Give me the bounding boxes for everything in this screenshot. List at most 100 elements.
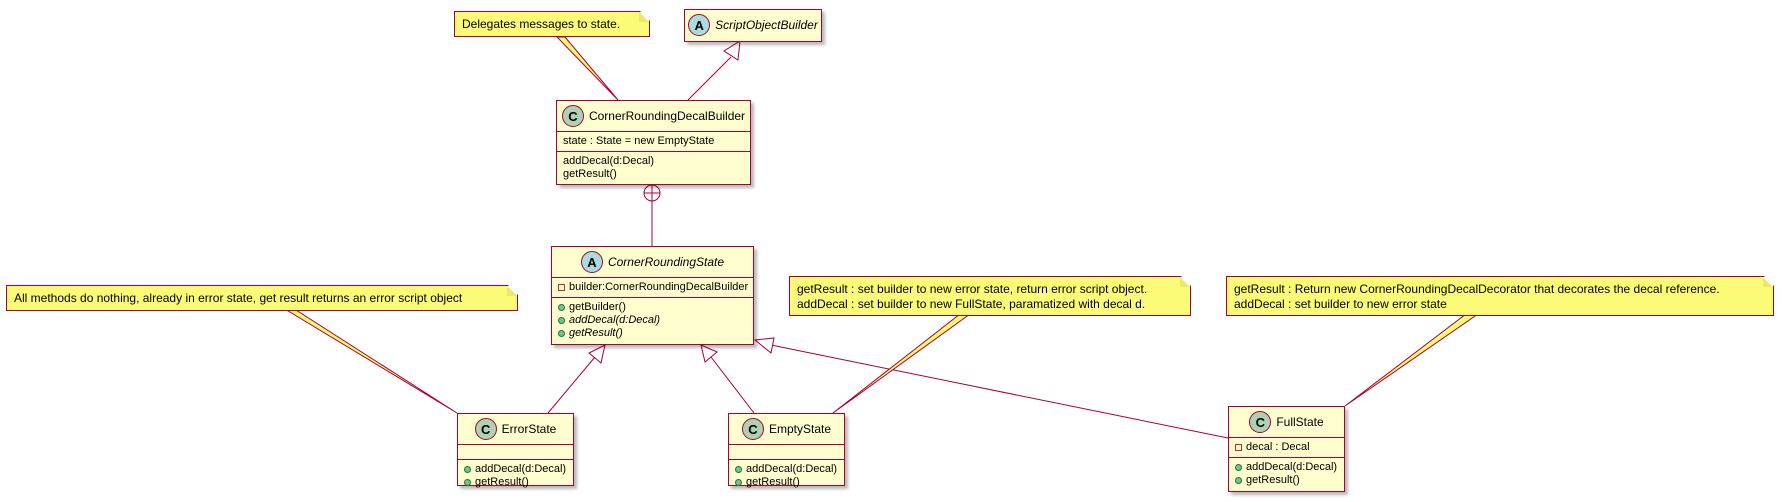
public-visibility-icon (1235, 464, 1242, 471)
note-line: All methods do nothing, already in error… (14, 291, 463, 305)
class-name: CornerRoundingDecalBuilder (588, 109, 746, 123)
inheritance-arrowhead (753, 337, 775, 354)
inheritance-arrowhead (588, 344, 606, 364)
edge-emptystate-to-state (710, 356, 755, 414)
class-empty-state: C EmptyState addDecal(d:Decal) getResult… (728, 413, 845, 488)
note-line: addDecal : set builder to new FullState,… (797, 297, 1146, 311)
inheritance-arrowhead (700, 344, 718, 363)
note-line: Delegates messages to state. (462, 17, 621, 31)
method-row: addDecal(d:Decal) (1235, 461, 1338, 474)
method-row: getResult() (464, 476, 567, 489)
method-row: addDecal(d:Decal) (464, 463, 567, 476)
method-text: getResult() (1246, 474, 1300, 486)
edge-errorstate-to-state (547, 356, 596, 414)
public-visibility-icon (558, 317, 565, 324)
class-name: CornerRoundingState (607, 255, 725, 269)
class-header: C ErrorState (458, 414, 573, 445)
method-row: getBuilder() (558, 301, 747, 314)
note-error-state: All methods do nothing, already in error… (6, 285, 518, 311)
method-text: addDecal(d:Decal) (475, 463, 567, 475)
class-header: C FullState (1229, 407, 1344, 438)
fields-section (458, 445, 573, 460)
edge-fullstate-to-state (770, 344, 1229, 439)
note-fold (1180, 277, 1190, 287)
public-visibility-icon (1235, 477, 1242, 484)
note-fold (1763, 277, 1773, 287)
method-text: getResult() (746, 476, 800, 488)
method-row: getResult() (1235, 474, 1338, 487)
method-row: getResult() (558, 327, 747, 340)
methods-section: addDecal(d:Decal) getResult() (458, 460, 573, 492)
note-fold (507, 286, 517, 296)
fields-section (729, 445, 844, 460)
class-name: FullState (1276, 415, 1324, 429)
public-visibility-icon (464, 466, 471, 473)
method-row: getResult() (563, 168, 744, 181)
class-script-object-builder: A ScriptObjectBuilder (684, 9, 822, 42)
public-visibility-icon (464, 479, 471, 486)
abstract-method-text: addDecal(d:Decal) (569, 314, 661, 326)
fields-section: state : State = new EmptyState (557, 132, 750, 152)
field-text: builder:CornerRoundingDecalBuilder (569, 281, 749, 293)
class-header: C CornerRoundingDecalBuilder (557, 101, 750, 132)
method-row: addDecal(d:Decal) (563, 155, 744, 168)
class-name: ScriptObjectBuilder (715, 18, 818, 32)
fields-section: builder:CornerRoundingDecalBuilder (552, 278, 753, 298)
public-visibility-icon (558, 304, 565, 311)
public-visibility-icon (558, 330, 565, 337)
class-full-state: C FullState decal : Decal addDecal(d:Dec… (1228, 406, 1345, 492)
method-text: addDecal(d:Decal) (563, 155, 655, 167)
note-link-full (1344, 313, 1480, 407)
note-empty-state: getResult : set builder to new error sta… (789, 276, 1191, 316)
note-line: addDecal : set builder to new error stat… (1234, 297, 1447, 311)
field-text: state : State = new EmptyState (563, 135, 715, 147)
private-visibility-icon (558, 284, 565, 291)
class-corner-rounding-decal-builder: C CornerRoundingDecalBuilder state : Sta… (556, 100, 751, 185)
class-icon: C (474, 418, 497, 440)
method-row: getResult() (735, 476, 838, 489)
note-fold (639, 12, 649, 22)
class-header: C EmptyState (729, 414, 844, 445)
abstract-class-icon: A (688, 14, 711, 36)
class-header: A CornerRoundingState (552, 247, 753, 278)
note-line: getResult : Return new CornerRoundingDec… (1234, 282, 1720, 296)
public-visibility-icon (735, 466, 742, 473)
public-visibility-icon (735, 479, 742, 486)
class-name: ErrorState (501, 422, 557, 436)
field-row: builder:CornerRoundingDecalBuilder (558, 281, 749, 294)
note-full-state: getResult : Return new CornerRoundingDec… (1226, 276, 1774, 316)
field-row: decal : Decal (1235, 441, 1338, 454)
abstract-method-text: getResult() (569, 327, 623, 339)
methods-section: addDecal(d:Decal) getResult() (729, 460, 844, 492)
note-link-empty (832, 313, 972, 414)
methods-section: addDecal(d:Decal) getResult() (1229, 458, 1344, 490)
method-row: addDecal(d:Decal) (558, 314, 747, 327)
field-row: state : State = new EmptyState (563, 135, 744, 148)
edge-builder-to-scriptobjectbuilder (687, 56, 732, 101)
method-row: addDecal(d:Decal) (735, 463, 838, 476)
method-text: getResult() (563, 168, 617, 180)
method-text: addDecal(d:Decal) (1246, 461, 1338, 473)
class-icon: C (1249, 411, 1272, 433)
note-line: getResult : set builder to new error sta… (797, 282, 1148, 296)
abstract-class-icon: A (580, 251, 603, 273)
fields-section: decal : Decal (1229, 438, 1344, 458)
methods-section: getBuilder() addDecal(d:Decal) getResult… (552, 298, 753, 343)
note-link-error (273, 302, 458, 414)
note-delegates: Delegates messages to state. (454, 11, 650, 37)
inheritance-arrowhead (723, 40, 741, 61)
private-visibility-icon (1235, 444, 1242, 451)
class-icon: C (741, 418, 764, 440)
class-header: A ScriptObjectBuilder (685, 10, 821, 40)
field-text: decal : Decal (1246, 441, 1310, 453)
class-icon: C (561, 105, 584, 127)
methods-section: addDecal(d:Decal) getResult() (557, 152, 750, 184)
class-name: EmptyState (768, 422, 832, 436)
note-link-delegates (555, 36, 619, 101)
method-text: getResult() (475, 476, 529, 488)
class-corner-rounding-state: A CornerRoundingState builder:CornerRoun… (551, 246, 754, 345)
method-text: addDecal(d:Decal) (746, 463, 838, 475)
method-text: getBuilder() (569, 301, 626, 313)
class-error-state: C ErrorState addDecal(d:Decal) getResult… (457, 413, 574, 488)
